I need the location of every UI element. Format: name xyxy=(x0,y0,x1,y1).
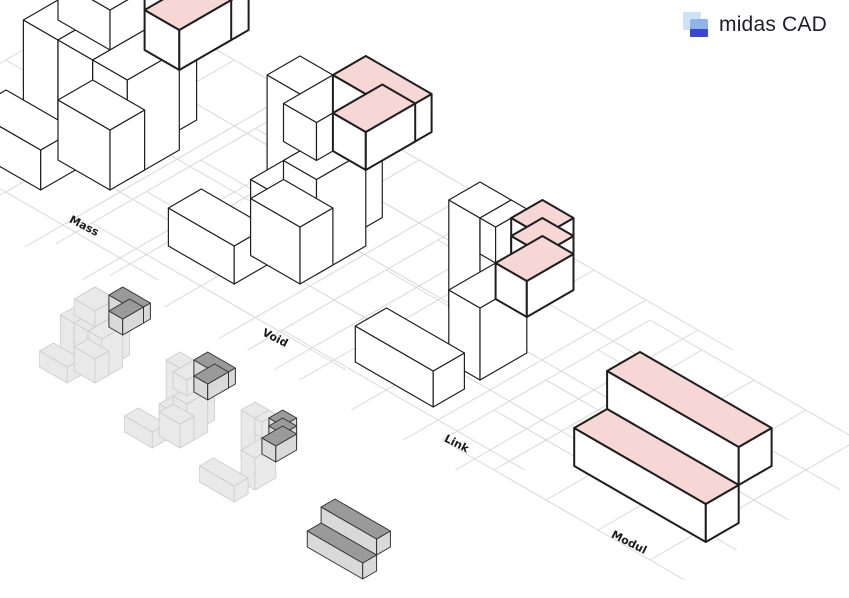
building-block xyxy=(331,83,417,171)
block-face-top xyxy=(320,498,391,540)
grid-line xyxy=(649,319,849,436)
mass-model xyxy=(0,0,250,191)
grid-line xyxy=(455,329,699,471)
building-block xyxy=(57,79,146,191)
block-face-top xyxy=(306,522,378,564)
thumbnail-block xyxy=(261,425,298,463)
block-face-top xyxy=(354,307,465,372)
midas-logo-icon xyxy=(681,10,711,40)
thumbnail-block xyxy=(73,286,117,328)
thumbnail-block xyxy=(158,403,195,449)
grid-line xyxy=(0,188,159,281)
building-block xyxy=(573,408,740,543)
block-face-top xyxy=(167,188,268,247)
block-face-top xyxy=(494,235,575,282)
block-face-top xyxy=(479,199,528,228)
thumbnail-block xyxy=(199,457,249,503)
block-face-top xyxy=(331,83,417,133)
block-face-top xyxy=(573,408,740,505)
block-face-top xyxy=(261,425,298,447)
building-block xyxy=(494,235,575,318)
block-face-top xyxy=(143,0,233,31)
thumbnail-block xyxy=(193,363,229,401)
block-face-top xyxy=(199,457,249,487)
void-model xyxy=(167,55,433,285)
grid-line xyxy=(91,222,347,371)
grid-line xyxy=(218,191,474,339)
block-face-top xyxy=(39,342,82,368)
block-face-top xyxy=(108,298,144,320)
block-face-top xyxy=(606,351,773,448)
thumbnail-block xyxy=(306,522,378,580)
block-face-top xyxy=(91,0,129,11)
block-face-top xyxy=(158,403,195,425)
thumbnail-mass xyxy=(39,286,151,384)
block-face-top xyxy=(250,178,334,228)
block-face-top xyxy=(73,338,110,360)
building-block xyxy=(606,351,773,486)
grid-line xyxy=(281,329,525,471)
thumbnail-block xyxy=(73,338,110,384)
grid-line xyxy=(441,439,685,581)
thumbnail-block xyxy=(108,298,144,336)
grid-line xyxy=(24,92,292,248)
building-block xyxy=(354,307,465,408)
block-face-top xyxy=(0,89,77,151)
massing-blocks xyxy=(0,0,773,543)
building-block xyxy=(167,188,268,285)
thumbnail-void xyxy=(124,351,236,449)
thumbnail-link xyxy=(199,401,298,503)
block-face-top xyxy=(57,79,146,131)
block-face-top xyxy=(193,363,229,385)
grid-line xyxy=(403,299,647,441)
building-block xyxy=(250,178,334,285)
link-model xyxy=(354,181,575,408)
brand-name: midas CAD xyxy=(719,13,827,36)
thumbnail-modul xyxy=(306,498,391,580)
building-block xyxy=(143,0,233,71)
step-thumbnails xyxy=(39,286,391,580)
block-face-top xyxy=(124,407,167,433)
block-face-top xyxy=(254,409,277,423)
modul-model xyxy=(573,351,773,543)
brand-logo: midas CAD xyxy=(681,9,827,41)
